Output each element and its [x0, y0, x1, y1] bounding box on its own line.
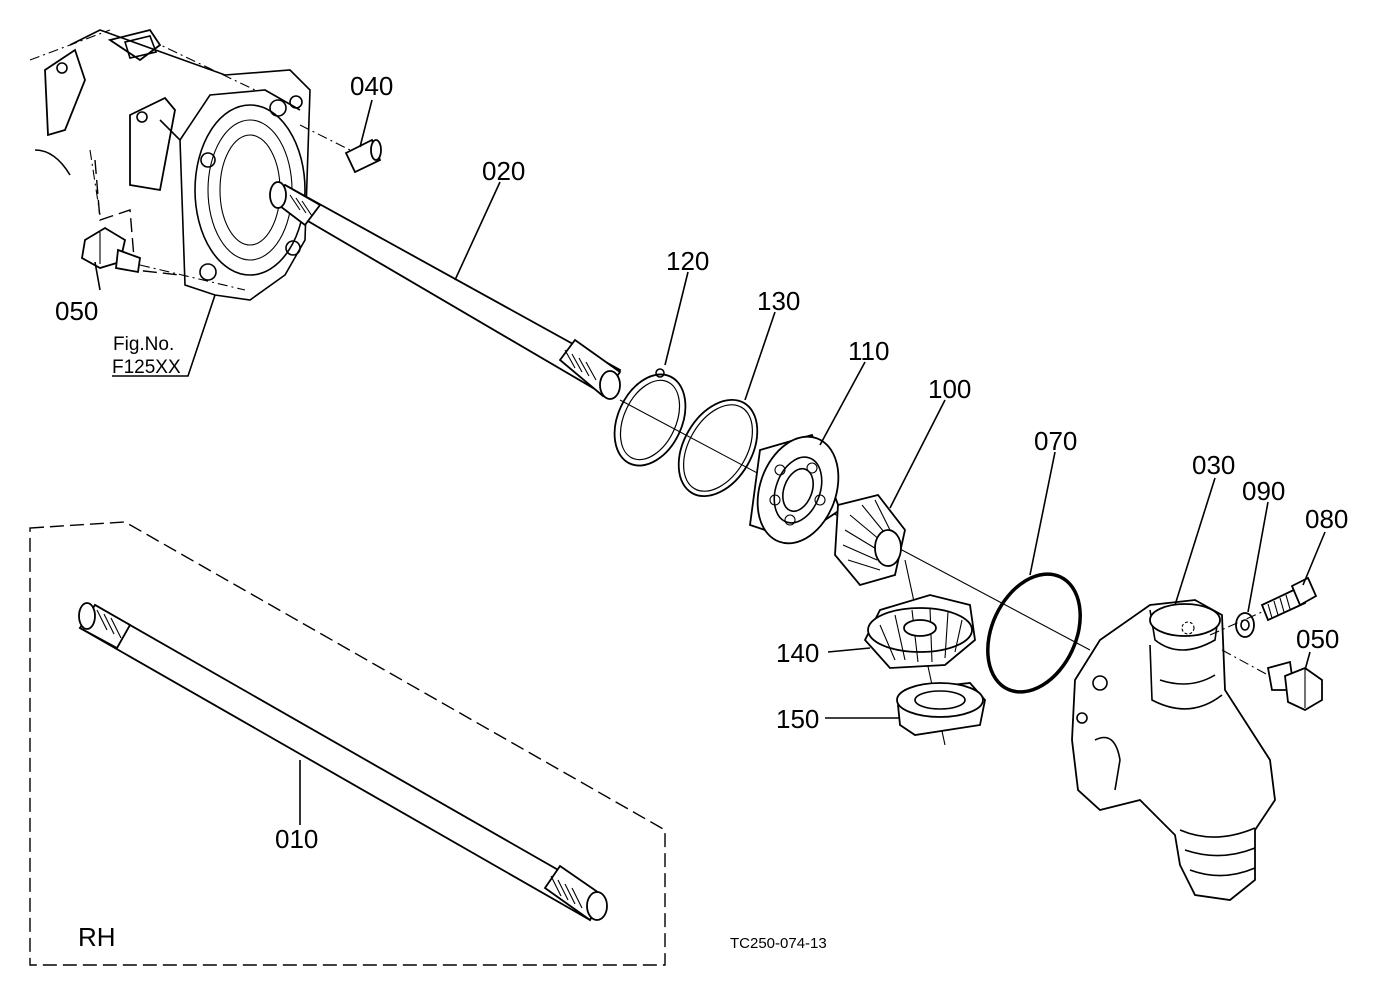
part-130-ring: [677, 398, 759, 498]
part-050-plug-right: [1221, 649, 1323, 712]
fig-ref-code: F125XX: [112, 357, 181, 378]
part-090-washer: [1235, 612, 1255, 638]
callout-110: 110: [848, 336, 889, 366]
callout-050-left: 050: [55, 296, 98, 326]
callout-070: 070: [1034, 426, 1077, 456]
callout-030: 030: [1192, 450, 1235, 480]
callout-130: 130: [757, 286, 800, 316]
callout-labels: 040 020 050 120 130 110 100 070 030 090 …: [55, 71, 1348, 952]
part-030-final-case: [1071, 599, 1276, 901]
callout-010: 010: [275, 824, 318, 854]
part-150-bearing: [896, 682, 986, 736]
fig-ref-label: Fig.No.: [113, 334, 174, 355]
part-120-snap-ring: [613, 368, 687, 467]
callout-050-right: 050: [1296, 624, 1339, 654]
part-110-ball-bearing: [749, 433, 842, 545]
part-040-dowel-pin: [299, 124, 382, 174]
callout-090: 090: [1242, 476, 1285, 506]
part-080-bolt: [1209, 576, 1318, 636]
callout-100: 100: [928, 374, 971, 404]
part-020-shaft: [269, 181, 622, 400]
callout-120: 120: [666, 246, 709, 276]
axle-housing: [29, 28, 311, 301]
part-050-plug-left: [81, 226, 246, 291]
variant-label-rh: RH: [78, 922, 116, 952]
callout-040: 040: [350, 71, 393, 101]
callout-150: 150: [776, 704, 819, 734]
callout-140: 140: [776, 638, 819, 668]
callout-020: 020: [482, 156, 525, 186]
callout-080: 080: [1305, 504, 1348, 534]
leader-lines: [94, 99, 1326, 825]
part-070-o-ring: [986, 572, 1082, 694]
rh-variant-group: [29, 521, 666, 966]
part-140-bevel-gear: [863, 594, 976, 669]
drawing-code: TC250-074-13: [730, 935, 827, 952]
